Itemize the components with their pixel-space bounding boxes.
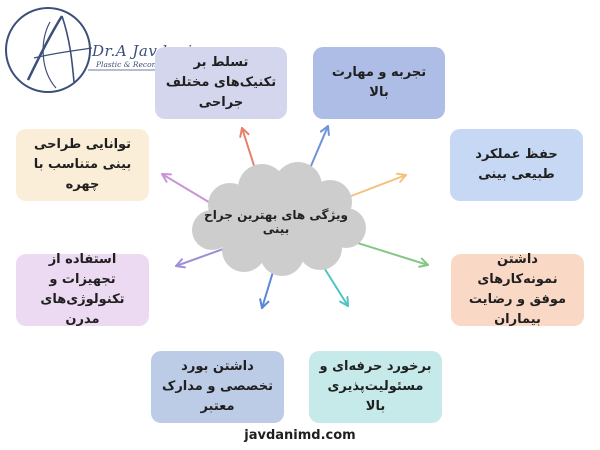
arrowhead-equipment xyxy=(175,258,186,269)
card-face-design: توانایی طراحی بینی متناسب با چهره xyxy=(16,129,149,201)
footer-url: javdanimd.com xyxy=(244,428,356,443)
arrowhead-portfolio xyxy=(418,257,429,268)
arrowhead-natural xyxy=(396,172,407,183)
arrowhead-behavior xyxy=(339,296,349,307)
arrow-natural xyxy=(345,174,407,199)
arrowhead-experience xyxy=(319,125,330,136)
arrow-portfolio xyxy=(347,239,429,266)
arrowhead-techniques xyxy=(239,127,250,138)
card-certificates: داشتن بورد تخصصی و مدارک معتبر xyxy=(151,351,284,423)
arrow-design xyxy=(161,173,213,205)
arrow-equipment xyxy=(175,247,227,267)
card-experience: تجربه و مهارت بالا xyxy=(313,47,445,119)
card-portfolio: داشتن نمونه‌کارهای موفق و رضایت بیماران xyxy=(451,252,584,327)
card-modern-equipment: استفاده از تجهیزات و تکنولوژی‌های مدرن xyxy=(16,252,149,327)
arrowhead-design xyxy=(161,173,172,183)
card-techniques: تسلط بر تکنیک‌های مختلف جراحی xyxy=(155,47,287,119)
center-label: ویژگی های بهترین جراح بینی xyxy=(204,208,348,236)
card-natural-function: حفظ عملکرد طبیعی بینی xyxy=(450,129,583,201)
center-cloud xyxy=(192,162,366,276)
arrowhead-certificate xyxy=(259,298,270,309)
card-professional-behavior: برخورد حرفه‌ای و مسئولیت‌پذیری بالا xyxy=(309,351,442,423)
